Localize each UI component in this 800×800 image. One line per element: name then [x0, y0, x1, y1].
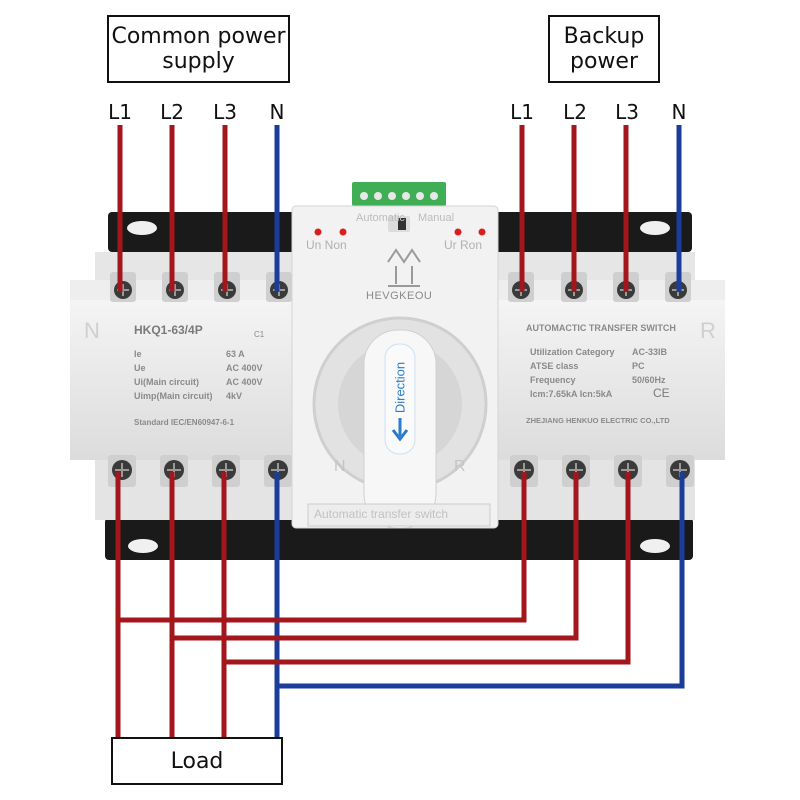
rail-slot: [640, 221, 670, 235]
right-n-label: N: [671, 100, 687, 124]
right-breaker-body: [495, 252, 725, 520]
model-class: C1: [254, 330, 265, 339]
din-rail-bottom: [105, 518, 693, 560]
right-plate-title: AUTOMACTIC TRANSFER SWITCH: [526, 323, 676, 333]
common-power-label: Common power supply: [107, 15, 290, 83]
bridge-n-wire: [277, 472, 685, 689]
handle-text: Direction: [392, 361, 408, 414]
bridge-l3-wire: [224, 472, 631, 665]
right-spec-value: PC: [632, 361, 645, 371]
status-right-label: Ur Ron: [444, 238, 483, 252]
wiring: [115, 125, 685, 737]
load-label: Load: [111, 737, 283, 785]
bridge-l2-wire: [172, 472, 579, 641]
right-l2-label: L2: [563, 100, 587, 124]
right-spec-value: AC-33IB: [632, 347, 668, 357]
left-spec-value: 4kV: [226, 391, 243, 401]
left-spec-key: Ui(Main circuit): [134, 377, 200, 387]
model-number: HKQ1-63/4P: [134, 323, 203, 337]
left-spec-value: AC 400V: [226, 363, 263, 373]
right-spec-value: 50/60Hz: [632, 375, 666, 385]
ce-mark: CE: [653, 386, 670, 400]
left-l1-label: L1: [108, 100, 132, 124]
rail-slot: [127, 221, 157, 235]
bridge-l1-wire: [118, 472, 527, 623]
handle-left-letter: N: [334, 458, 346, 475]
right-spec-key: ATSE class: [530, 361, 579, 371]
left-spec-key: Ie: [134, 349, 142, 359]
brand-logo-text: HEVGKEOU: [366, 290, 433, 302]
bottom-screws: [108, 455, 694, 487]
left-l2-label: L2: [160, 100, 184, 124]
right-spec-key: Utilization Category: [530, 347, 615, 357]
right-l1-label: L1: [510, 100, 534, 124]
maker-text: ZHEJIANG HENKUO ELECTRIC CO.,LTD: [526, 416, 670, 425]
mode-manual-label: Manual: [418, 212, 455, 224]
status-left-label: Un Non: [306, 238, 347, 252]
rail-slot: [128, 539, 158, 553]
left-spec-key: Ue: [134, 363, 146, 373]
side-right-letter: R: [700, 318, 716, 343]
left-breaker-body: [70, 252, 295, 520]
right-spec-key: Icm:7.65kA Icn:5kA: [530, 389, 613, 399]
handle-right-letter: R: [454, 458, 466, 475]
bottom-brand-text: Automatic transfer switch: [314, 507, 449, 521]
left-spec-key: Uimp(Main circuit): [134, 391, 213, 401]
mode-auto-label: Automatic: [356, 212, 405, 224]
right-spec-key: Frequency: [530, 375, 576, 385]
left-n-label: N: [269, 100, 285, 124]
left-l3-label: L3: [213, 100, 237, 124]
side-left-letter: N: [84, 318, 100, 343]
left-spec-value: AC 400V: [226, 377, 263, 387]
controller-module: [291, 182, 499, 529]
right-l3-label: L3: [615, 100, 639, 124]
backup-power-label: Backup power: [548, 15, 660, 83]
standard-text: Standard IEC/EN60947-6-1: [134, 418, 235, 427]
rail-slot: [640, 539, 670, 553]
left-spec-value: 63 A: [226, 349, 245, 359]
